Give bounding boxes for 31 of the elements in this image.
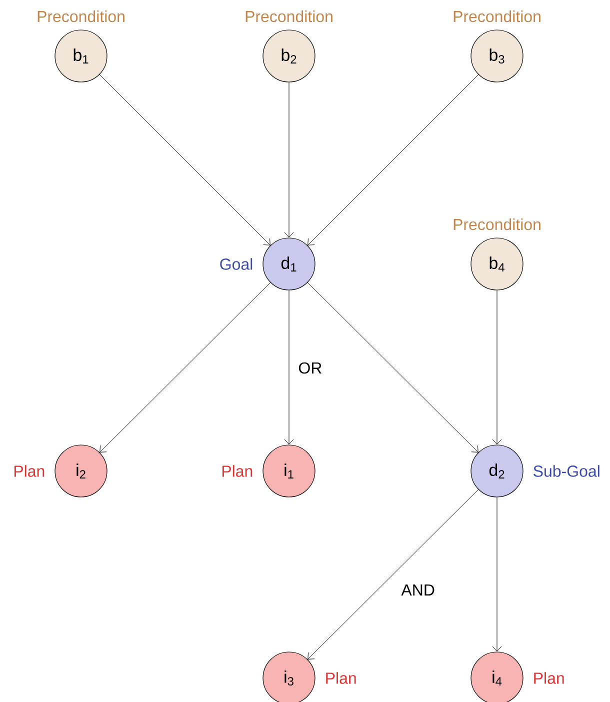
node-caption: Sub-Goal [534,465,600,477]
arrow [492,497,502,652]
arrow [99,74,270,246]
circle-node: b$_{3}$ [470,30,524,82]
node-caption: Goal [220,258,252,270]
circle-node: b$_{2}$ [262,30,316,82]
circle-node: i$_{1}$ [262,444,316,498]
node-caption: Precondition [38,10,124,22]
circle-node: i$_{3}$ [262,652,316,702]
arrow [284,290,294,445]
node-caption: Precondition [454,10,540,22]
node-caption: Precondition [454,218,540,230]
arrow [308,74,479,246]
node-caption: Precondition [246,10,332,22]
node-caption: Plan [14,465,44,477]
arrow [284,82,294,238]
arrow [308,489,479,660]
circle-node: b$_{1}$ [54,30,108,82]
circle-node: b$_{4}$ [470,238,524,290]
circle-node: d$_{1}$ [262,238,316,290]
node-caption: Plan [326,672,356,684]
circle-node: i$_{2}$ [54,444,108,498]
node-caption: Plan [534,672,564,684]
node-caption: Plan [222,465,252,477]
edge-label: OR [297,361,324,375]
circle-node: i$_{4}$ [470,652,524,702]
arrow [307,282,478,452]
arrow [100,282,271,452]
arrow [492,290,502,445]
circle-node: d$_{2}$ [470,444,524,498]
edge-label: AND [400,584,436,596]
